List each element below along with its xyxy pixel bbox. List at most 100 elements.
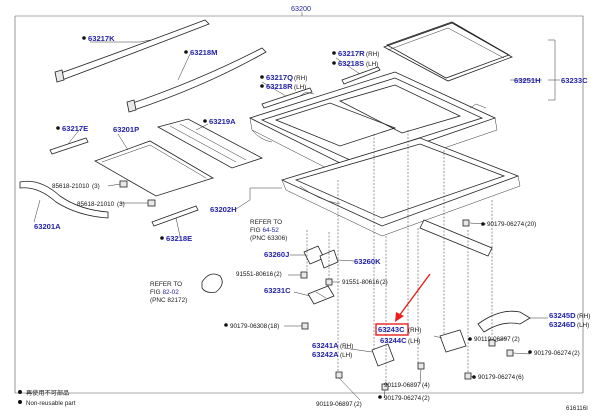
callout-91551-80616-a-qty: (2) [274, 271, 282, 278]
callout-63241A[interactable]: 63241A [312, 341, 339, 350]
callout-63246D-side: (LH) [577, 322, 589, 329]
bolt-91551-80616-b [325, 278, 333, 286]
callout-90179-06274-2b[interactable]: 90179-06274 [384, 395, 422, 402]
callout-90179-06274-20[interactable]: 90179-06274 [487, 221, 525, 228]
callout-63245D[interactable]: 63245D [549, 311, 576, 320]
callout-63243C[interactable]: 63243C [378, 325, 405, 334]
bracket-63241A [371, 343, 395, 367]
legend-dot-icon [18, 390, 22, 394]
callout-63201A[interactable]: 63201A [34, 222, 61, 231]
marker-dot [481, 222, 485, 226]
group-frame: 63200 [14, 4, 584, 394]
callout-63217Q[interactable]: 63217Q [266, 73, 293, 82]
legend: 再使用不可部品 Non-reusable part [18, 389, 76, 407]
callout-63218R[interactable]: 63218R [266, 82, 293, 91]
callout-90179-06274-2b-qty: (2) [422, 395, 430, 402]
sunroof-rail-right [419, 219, 493, 257]
bolt-91551-80616-a [300, 271, 308, 279]
side-rail-63201A [19, 180, 109, 219]
ref2-line2: FIG 82-02 [150, 289, 179, 296]
callout-90119-06897-2b-qty: (2) [512, 336, 520, 343]
callout-63251H[interactable]: 63251H [514, 76, 541, 85]
bracket-63243C [439, 329, 467, 353]
callout-63201P[interactable]: 63201P [113, 125, 139, 134]
callout-63217E[interactable]: 63217E [62, 124, 88, 133]
nut-90179-06308 [301, 322, 309, 330]
clip-85618-b [147, 199, 156, 207]
callout-63217K[interactable]: 63217K [88, 34, 115, 43]
callout-63246D[interactable]: 63246D [549, 320, 576, 329]
callout-63260J[interactable]: 63260J [264, 250, 289, 259]
ref2-line1: REFER TO [150, 281, 182, 288]
callout-91551-80616-a[interactable]: 91551-80616 [236, 271, 274, 278]
callout-63218E[interactable]: 63218E [166, 234, 192, 243]
reference-fig-64-52: REFER TO FIG 64-52 (PNC 63306) [250, 219, 287, 242]
callout-63242A[interactable]: 63242A [312, 350, 339, 359]
roof-reinforcement-63202H [280, 137, 521, 237]
nut-90179-06274-6 [464, 372, 472, 380]
ref1-fig-link[interactable]: 64-52 [262, 227, 279, 234]
callout-91551-80616-b[interactable]: 91551-80616 [342, 279, 380, 286]
marker-dot [528, 350, 532, 354]
callout-90179-06274-20-qty: (20) [525, 221, 536, 228]
callout-63219A[interactable]: 63219A [209, 117, 236, 126]
callout-63244C[interactable]: 63244C [380, 336, 407, 345]
callout-63218S-side: (LH) [366, 61, 378, 68]
nut-90179-06274-20 [462, 219, 470, 227]
callout-90179-06274-2a-qty: (2) [572, 350, 580, 357]
callout-63260K[interactable]: 63260K [354, 257, 381, 266]
highlight-arrow-head [395, 312, 404, 322]
callout-90119-06897-2[interactable]: 90119-06897 [316, 401, 353, 408]
glass-panel-63251H [383, 21, 513, 82]
weatherstrip-63217Q [261, 87, 313, 109]
callout-85618-b-qty: (3) [117, 201, 125, 208]
callout-63218S[interactable]: 63218S [338, 59, 364, 68]
legend-item-en: Non-reusable part [26, 400, 76, 407]
weatherstrip-63217E [49, 137, 89, 155]
marker-dot [260, 84, 264, 88]
ref2-fig-link[interactable]: 82-02 [162, 289, 179, 296]
callout-63231C[interactable]: 63231C [264, 286, 291, 295]
highlight-arrow-shaft [398, 273, 431, 317]
callout-63243C-side: (RH) [408, 327, 421, 334]
bolt-90119-06897-2 [335, 371, 343, 379]
drain-hose-63245D [477, 310, 531, 333]
callout-63217Q-side: (RH) [294, 75, 307, 82]
link-63231C [307, 285, 335, 305]
callout-63233C[interactable]: 63233C [561, 76, 588, 85]
callout-90119-06897-4[interactable]: 90119-06897 [384, 382, 421, 389]
callout-63245D-side: (RH) [577, 313, 590, 320]
nut-90179-06274-2a [506, 349, 514, 357]
bolt-90119-06897-2b [488, 339, 496, 347]
marker-dot [260, 75, 264, 79]
marker-dot [184, 50, 188, 54]
marker-dot [160, 236, 164, 240]
marker-dot [203, 119, 207, 123]
callout-90119-06897-2b[interactable]: 90119-06897 [474, 336, 511, 343]
highlight-annotation [375, 273, 431, 336]
callout-63242A-side: (LH) [340, 352, 352, 359]
drip-molding-63218M [126, 47, 267, 113]
callout-63218M[interactable]: 63218M [190, 48, 217, 57]
roof-bow-63219A [156, 118, 264, 169]
callout-90179-06274-6[interactable]: 90179-06274 [478, 374, 516, 381]
callout-85618-b[interactable]: 85618-21010 [77, 201, 115, 208]
marker-dot [378, 395, 382, 399]
leader-lines [33, 39, 560, 401]
marker-dot [472, 375, 476, 379]
dashed-leaders [306, 130, 493, 384]
callout-63217R-side: (RH) [366, 51, 379, 58]
callout-90179-06308[interactable]: 90179-06308 [230, 323, 268, 330]
callout-63217R[interactable]: 63217R [338, 49, 365, 58]
weatherstrip-63217R [341, 66, 381, 85]
callout-labels: 63217K 63218M 63217R (RH) 63218S (LH) 63… [34, 34, 590, 408]
callout-90179-06274-2a[interactable]: 90179-06274 [534, 350, 572, 357]
reference-fig-82-02: REFER TO FIG 82-02 (PNC 82172) [150, 281, 187, 304]
callout-63202H[interactable]: 63202H [210, 205, 237, 214]
legend-dot-icon [18, 400, 22, 404]
marker-dot [82, 36, 86, 40]
callout-85618-a[interactable]: 85618-21010 [52, 183, 90, 190]
callout-90179-06308-qty: (18) [268, 323, 279, 330]
marker-dot [468, 337, 472, 341]
drip-molding-63217K [54, 19, 210, 83]
